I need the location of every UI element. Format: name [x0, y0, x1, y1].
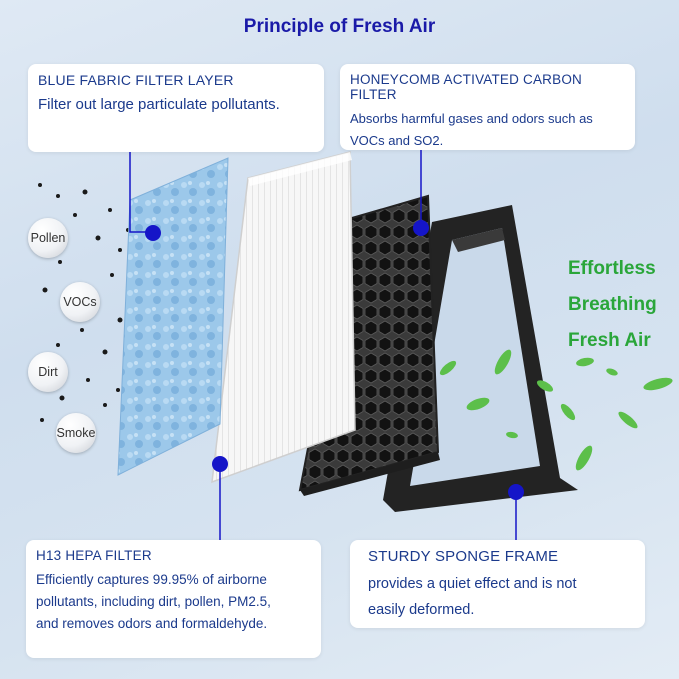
sponge-marker [508, 484, 524, 500]
sponge-card: STURDY SPONGE FRAME provides a quiet eff… [350, 540, 645, 628]
pollutant-bubble-dirt: Dirt [28, 352, 68, 392]
blue-fabric-description: Filter out large particulate pollutants. [38, 96, 280, 113]
hepa-filter [211, 151, 356, 484]
hepa-description-line-3: and removes odors and formaldehyde. [36, 616, 268, 631]
page-title: Principle of Fresh Air [243, 16, 436, 37]
blue-fabric-heading: BLUE FABRIC FILTER LAYER [38, 72, 234, 88]
blue-fabric-marker [145, 225, 161, 241]
honeycomb-marker [413, 220, 429, 236]
honeycomb-heading: HONEYCOMB ACTIVATED CARBON FILTER [350, 72, 582, 102]
blue-fabric-filter [117, 157, 229, 476]
honeycomb-card: HONEYCOMB ACTIVATED CARBON FILTER Absorb… [340, 64, 635, 150]
pollutant-bubble-vocs: VOCs [60, 282, 100, 322]
tagline-line-3: Fresh Air [568, 330, 651, 351]
marker-dots [145, 220, 524, 500]
hepa-card: H13 HEPA FILTER Efficiently captures 99.… [26, 540, 321, 658]
sponge-heading: STURDY SPONGE FRAME [368, 548, 559, 565]
leaves [439, 349, 673, 471]
tagline-line-1: Effortless [568, 258, 656, 279]
hepa-description-line-1: Efficiently captures 99.95% of airborne [36, 572, 267, 587]
sponge-description-line-2: easily deformed. [368, 602, 475, 618]
tagline-line-2: Breathing [568, 294, 657, 315]
blue-fabric-card: BLUE FABRIC FILTER LAYER Filter out larg… [28, 64, 324, 152]
hepa-marker [212, 456, 228, 472]
hepa-heading: H13 HEPA FILTER [36, 548, 152, 563]
pollutant-bubble-smoke: Smoke [56, 413, 96, 453]
hepa-description-line-2: pollutants, including dirt, pollen, PM2.… [36, 594, 271, 609]
honeycomb-description-line-2: VOCs and SO2. [350, 133, 444, 148]
pollutant-bubble-pollen: Pollen [28, 218, 68, 258]
sponge-description-line-1: provides a quiet effect and is not [368, 576, 577, 592]
honeycomb-description-line-1: Absorbs harmful gases and odors such as [350, 111, 593, 126]
